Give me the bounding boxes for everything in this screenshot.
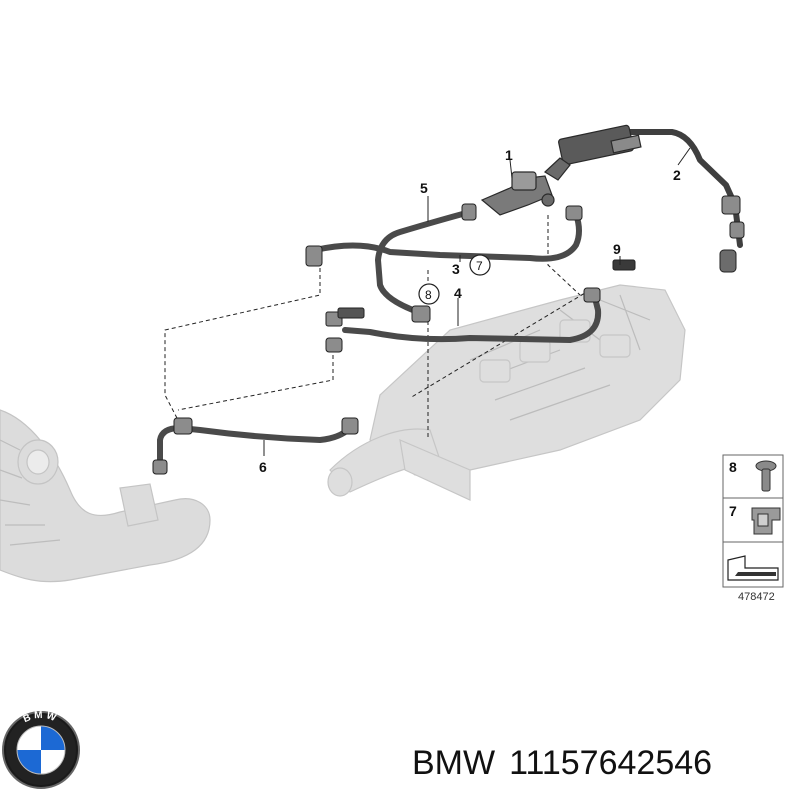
callout-7: 7	[476, 259, 483, 273]
callout-2: 2	[673, 167, 681, 183]
intake-pipe-ghost	[0, 409, 211, 583]
clip-icon	[751, 507, 781, 535]
callout-1: 1	[505, 147, 513, 163]
caption-brand: BMW	[412, 744, 496, 782]
parts-legend	[722, 454, 784, 588]
callout-9: 9	[613, 241, 621, 257]
callout-3: 3	[452, 261, 460, 277]
caption-part-number: 11157642546	[509, 744, 713, 782]
hose-connectors	[152, 195, 745, 475]
svg-text:BMW: BMW	[22, 710, 61, 725]
intake-manifold-ghost	[327, 284, 686, 501]
arrow-strip-icon	[727, 555, 779, 581]
purge-valve-assembly	[480, 124, 642, 216]
hoses	[157, 129, 743, 473]
logo-lettering: BMW	[22, 710, 58, 725]
legend-item-8-label: 8	[729, 459, 737, 475]
part-number-caption: BMW 11157642546	[412, 738, 726, 788]
callout-6: 6	[259, 459, 267, 475]
callout-8: 8	[425, 288, 432, 302]
dashed-connection-lines	[164, 215, 591, 440]
screw-icon	[755, 460, 777, 492]
callout-7-circle	[469, 254, 491, 276]
callout-8-circle	[418, 283, 440, 305]
diagram-reference-number: 478472	[738, 591, 775, 603]
callout-4: 4	[454, 285, 462, 301]
bmw-logo: BMW	[2, 710, 80, 789]
callout-leaders	[263, 147, 691, 456]
callout-5: 5	[420, 180, 428, 196]
legend-item-7-label: 7	[729, 503, 737, 519]
